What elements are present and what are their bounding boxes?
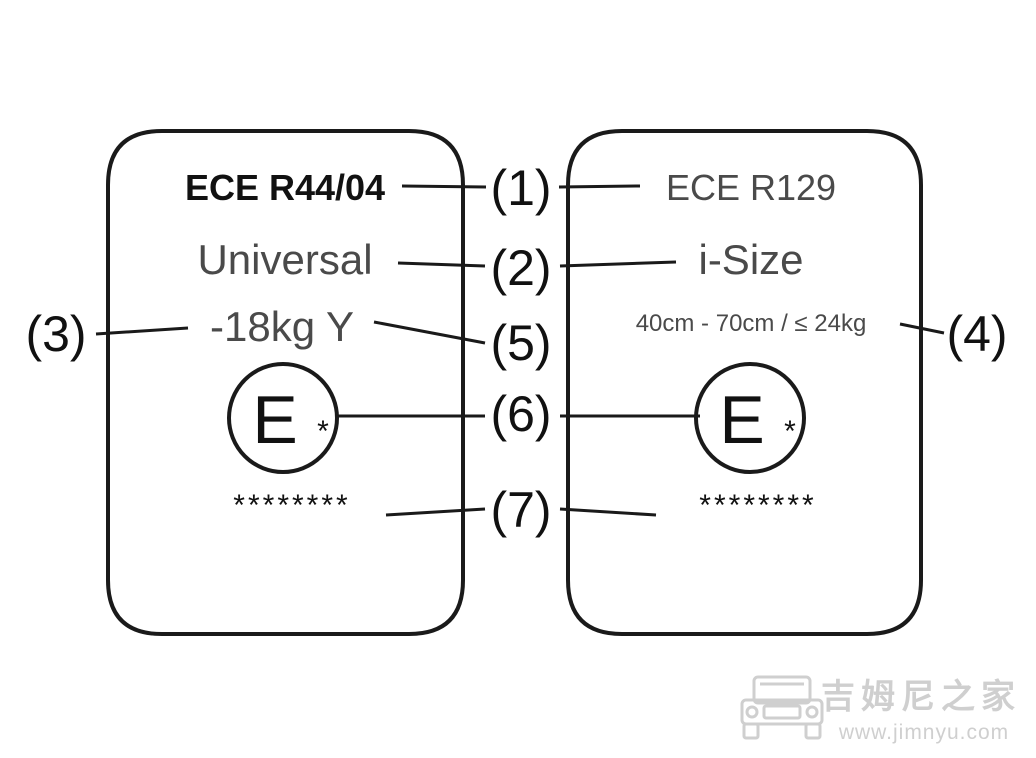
callout-6: (6) xyxy=(490,386,551,442)
right-approval-circle xyxy=(694,362,806,474)
leader-1-left xyxy=(401,184,487,189)
right-size-range: 40cm - 70cm / ≤ 24kg xyxy=(636,310,867,337)
left-approval-circle xyxy=(227,362,339,474)
callout-7: (7) xyxy=(490,482,551,538)
jeep-icon xyxy=(740,675,824,740)
callout-5: (5) xyxy=(490,315,551,371)
left-category: Universal xyxy=(197,236,372,283)
watermark: 吉姆尼之家 www.jimnyu.com xyxy=(740,675,1021,744)
watermark-url: www.jimnyu.com xyxy=(838,721,1009,744)
watermark-name: 吉姆尼之家 xyxy=(821,678,1021,716)
left-label-card xyxy=(106,129,465,636)
right-approval-mark: E xyxy=(719,382,764,458)
leader-lines xyxy=(95,184,945,517)
leader-7-right xyxy=(559,507,657,517)
leader-4 xyxy=(899,322,945,335)
callout-2: (2) xyxy=(490,240,551,296)
callout-3: (3) xyxy=(25,306,86,362)
leader-2-left xyxy=(397,261,486,268)
right-label-card xyxy=(566,129,923,636)
leader-3 xyxy=(95,326,189,336)
callout-1: (1) xyxy=(490,160,551,216)
right-category: i-Size xyxy=(698,236,803,283)
right-standard: ECE R129 xyxy=(666,167,836,208)
left-serial: ******** xyxy=(233,489,350,522)
left-approval-star: * xyxy=(317,415,329,448)
left-standard: ECE R44/04 xyxy=(185,167,385,208)
leader-5 xyxy=(373,320,486,345)
callout-4: (4) xyxy=(946,306,1007,362)
right-serial: ******** xyxy=(699,489,816,522)
left-approval-mark: E xyxy=(252,382,297,458)
leader-7-left xyxy=(385,507,486,517)
leader-2-right xyxy=(559,260,677,268)
left-weight: -18kg Y xyxy=(210,303,354,350)
right-approval-star: * xyxy=(784,415,796,448)
leader-1-right xyxy=(558,184,641,189)
